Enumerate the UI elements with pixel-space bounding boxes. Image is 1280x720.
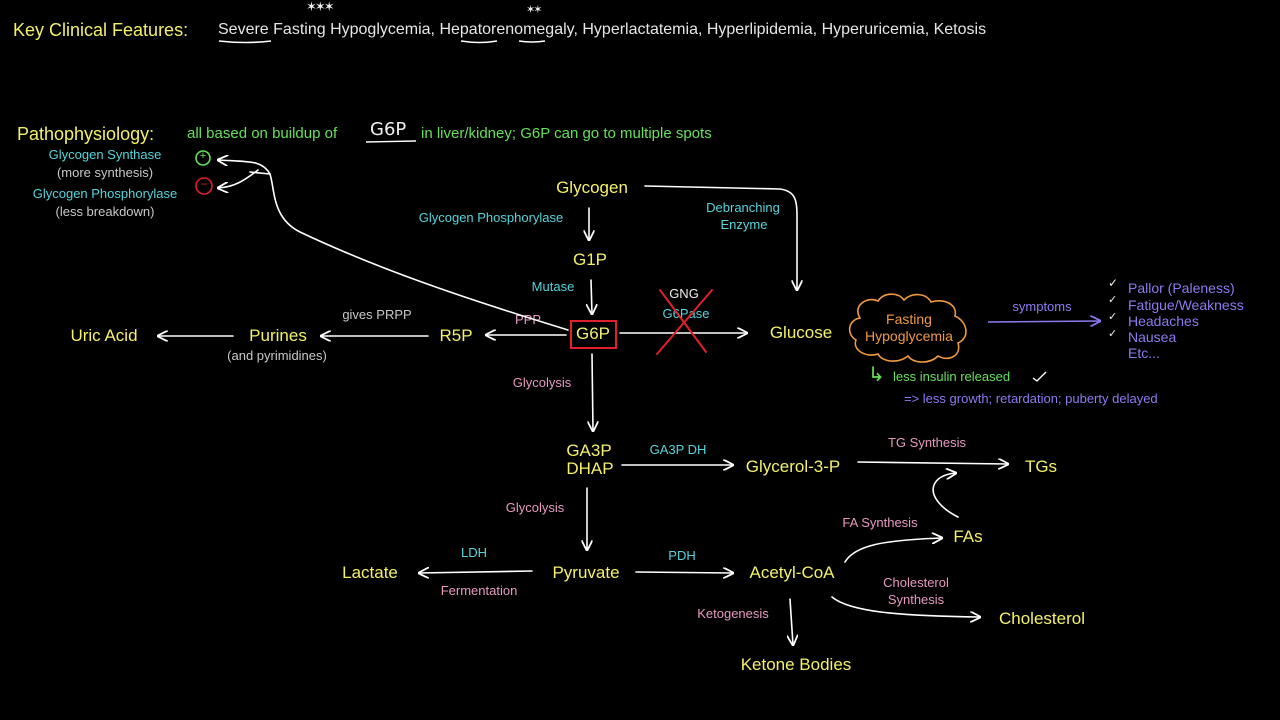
node-lactate: Lactate — [342, 563, 398, 582]
enzyme-debranching-line2: Enzyme — [720, 217, 768, 232]
growth-consequence-note: => less growth; retardation; puberty del… — [904, 391, 1158, 406]
arrow-acetylcoa-to-ketones — [790, 598, 793, 645]
node-ga3p: GA3P — [566, 441, 612, 460]
enzyme-ldh: LDH — [460, 545, 488, 560]
node-pyruvate: Pyruvate — [552, 563, 620, 582]
key-features-label: Key Clinical Features: — [13, 20, 189, 40]
glycogen-synthase-label: Glycogen Synthase — [48, 147, 162, 162]
plus-circle-icon — [195, 150, 211, 166]
arrow-pyruvate-to-acetylcoa — [635, 572, 733, 573]
minus-sign-icon: − — [200, 177, 208, 191]
node-ketone-bodies: Ketone Bodies — [740, 655, 852, 674]
node-cholesterol: Cholesterol — [999, 609, 1085, 628]
pathway-fermentation: Fermentation — [440, 583, 518, 598]
enzyme-mutase: Mutase — [531, 279, 575, 294]
arrow-g6p-to-regulation — [218, 160, 569, 331]
pathway-glycolysis-lower: Glycolysis — [505, 500, 565, 515]
g6p-box — [570, 320, 617, 349]
arrow-g6p-to-ga3p — [592, 353, 593, 431]
enzyme-glycogen-phosphorylase: Glycogen Phosphorylase — [418, 210, 564, 225]
symptom-pallor: Pallor (Paleness) — [1128, 280, 1235, 296]
enzyme-debranching-line1: Debranching — [706, 200, 780, 215]
pathway-cholesterol-synthesis-line1: Cholesterol — [883, 575, 949, 590]
node-g6p: G6P — [575, 324, 611, 343]
arrow-acetylcoa-to-fas — [844, 538, 942, 563]
node-fas: FAs — [953, 527, 983, 546]
symptom-etc: Etc... — [1128, 345, 1160, 361]
node-tgs: TGs — [1024, 457, 1058, 476]
insulin-arrow-icon: ↳ — [868, 364, 885, 386]
fasting-hypoglycemia-cloud — [848, 293, 967, 363]
reno-text: reno — [491, 21, 524, 38]
node-glycerol-3-p: Glycerol-3-P — [745, 457, 841, 476]
arrow-glycogen-to-glucose — [644, 185, 797, 290]
glycogen-phosphorylase-reg-label: Glycogen Phosphorylase — [32, 186, 178, 201]
node-g1p: G1P — [572, 250, 608, 269]
glycogen-phosphorylase-reg-note: (less breakdown) — [55, 204, 155, 219]
pathophysiology-g6p-handwritten: G6P — [370, 119, 407, 140]
glycogen-synthase-note: (more synthesis) — [56, 165, 154, 180]
stars-mark-reno: ✶✶ — [526, 4, 543, 16]
stars-mark-severe: ✶✶✶ — [306, 0, 335, 14]
blocked-g6pase-x-mark — [656, 289, 713, 355]
fasting-hypoglycemia-text: Fasting Hypoglycemia, — [273, 21, 435, 38]
node-dhap: DHAP — [566, 459, 614, 478]
arrow-glycerol3p-to-tgs — [857, 462, 1008, 464]
check-icon-nausea: ✓ — [1108, 328, 1118, 340]
node-glycogen: Glycogen — [556, 178, 628, 197]
symptom-nausea: Nausea — [1128, 329, 1177, 345]
pathway-tg-synthesis: TG Synthesis — [887, 435, 967, 450]
pathway-cholesterol-synthesis-line2: Synthesis — [887, 592, 945, 607]
enzyme-pdh: PDH — [668, 548, 696, 563]
node-r5p: R5P — [439, 326, 473, 345]
less-insulin-note: less insulin released — [893, 369, 1011, 384]
arrow-fas-to-tgs — [932, 473, 959, 518]
arrow-g1p-to-g6p — [591, 279, 592, 314]
cloud-fasting-text: Fasting — [886, 311, 932, 327]
gives-prpp-note: gives PRPP — [342, 307, 412, 322]
hepato-text: Hepato — [439, 21, 492, 38]
pyrimidines-note: (and pyrimidines) — [227, 348, 327, 363]
arrow-pyruvate-to-lactate — [419, 571, 533, 573]
branch-stub — [249, 171, 271, 175]
node-glucose: Glucose — [769, 323, 833, 342]
cloud-hypoglycemia-text: Hypoglycemia — [865, 328, 953, 344]
pathophysiology-desc-post: in liver/kidney; G6P can go to multiple … — [421, 125, 712, 142]
symptom-headaches: Headaches — [1128, 313, 1199, 329]
minus-circle-icon — [195, 177, 213, 195]
enzyme-ga3p-dh: GA3P DH — [649, 442, 707, 457]
symptom-fatigue: Fatigue/Weakness — [1128, 297, 1244, 313]
pathway-ketogenesis: Ketogenesis — [697, 606, 769, 621]
remaining-features-text: megaly, Hyperlactatemia, Hyperlipidemia,… — [523, 21, 987, 38]
pathophysiology-desc-pre: all based on buildup of — [187, 125, 338, 142]
node-purines: Purines — [249, 326, 307, 345]
symptoms-label: symptoms — [1012, 299, 1072, 314]
arrow-acetylcoa-to-cholesterol — [831, 596, 980, 617]
pathway-glycolysis-upper: Glycolysis — [512, 375, 572, 390]
g6p-underline — [365, 140, 417, 143]
check-icon-fatigue: ✓ — [1108, 294, 1118, 306]
insulin-check-icon — [1032, 371, 1047, 382]
pathway-fa-synthesis: FA Synthesis — [842, 515, 918, 530]
pathophysiology-label: Pathophysiology: — [17, 124, 155, 144]
node-acetyl-coa: Acetyl-CoA — [749, 563, 835, 582]
key-features-list: Severe Fasting Hypoglycemia, Hepatorenom… — [218, 21, 986, 39]
pathway-gng: GNG — [669, 286, 699, 301]
check-icon-headaches: ✓ — [1108, 311, 1118, 323]
severe-text: Severe — [218, 21, 269, 38]
check-icon-pallor: ✓ — [1108, 276, 1119, 290]
arrow-to-symptoms — [987, 321, 1100, 322]
node-uric-acid: Uric Acid — [70, 326, 138, 345]
plus-sign-icon: + — [199, 150, 207, 162]
header-underlines — [218, 40, 546, 44]
